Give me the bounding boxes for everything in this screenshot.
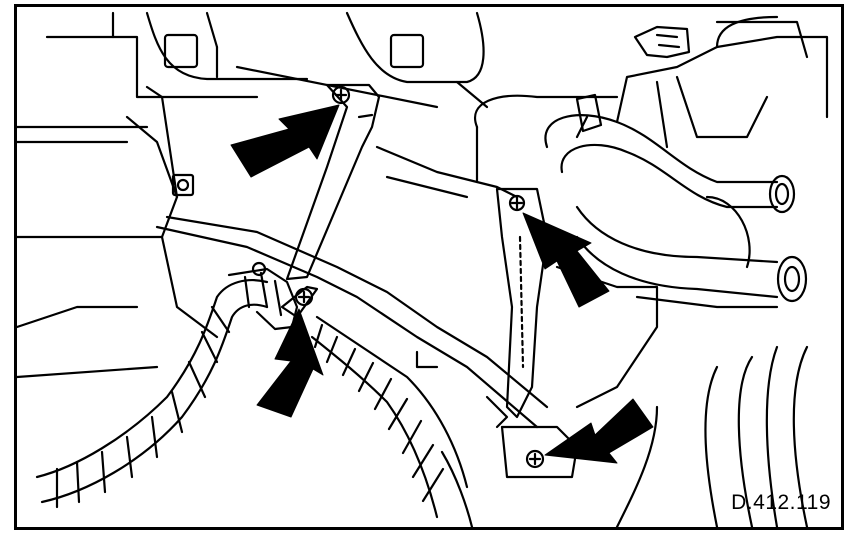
right-bolt [508,194,526,212]
lower-mounting-plate [500,425,579,479]
technical-illustration-frame: D.412.119 [14,4,844,530]
right-bracket [495,187,549,419]
harness-clip-bolt [251,261,267,277]
arrow-right-bolt [522,212,610,308]
arrow-lower-bolt [544,398,654,464]
wiring-harness [35,261,299,509]
arrow-upper-bolt [230,104,340,178]
cross-member-bracket [155,145,549,429]
center-bolt [280,285,319,319]
coolant-hoses [544,15,829,303]
figure-reference-code: D.412.119 [731,491,831,514]
indicator-arrows [230,104,654,464]
exploded-view-drawing [17,11,829,527]
heater-housing [474,94,809,527]
body-panel-lines [17,11,489,379]
wiring-harness-branch [310,315,474,527]
upper-bracket [285,83,381,281]
lower-bolt [525,449,545,469]
hose-clip [575,93,603,139]
upper-bolt [331,85,351,105]
arrow-center-bolt [256,308,324,418]
panel-cutouts [163,33,425,197]
upper-harness-connector [633,25,691,59]
